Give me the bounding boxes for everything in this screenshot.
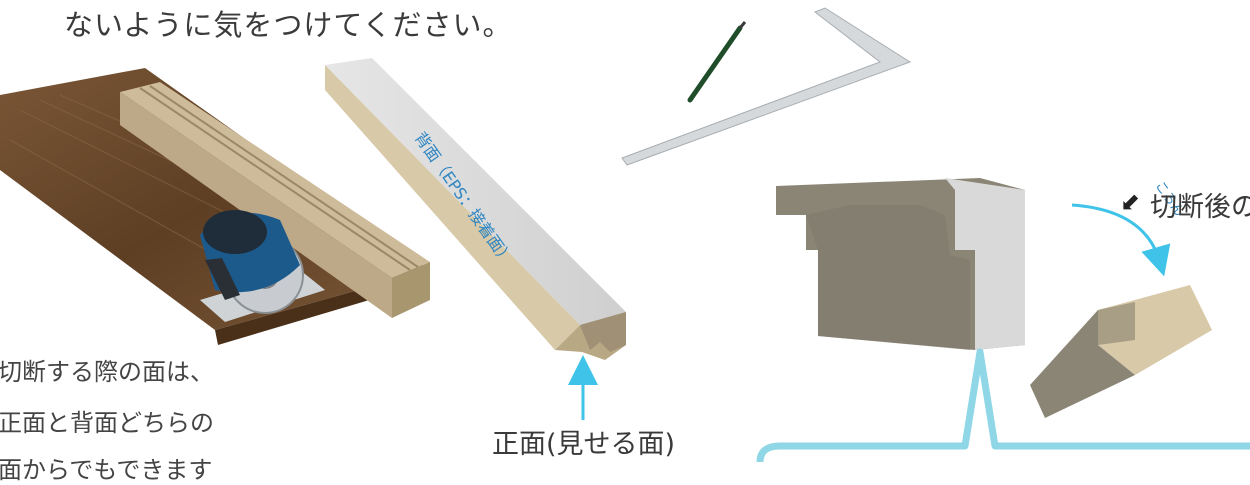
instruction-text: ないように気をつけてください。 (64, 8, 513, 42)
pointer-arrow-icon: ⬋ (1120, 188, 1141, 216)
cut-end-label: 切断後の小口 (1150, 192, 1250, 223)
cut-face-line-2: 正面と背面どちらの (0, 409, 214, 437)
guide-molding (120, 82, 430, 318)
cut-face-line-1: 切断する際の面は、 (0, 358, 214, 386)
circular-saw-icon (200, 210, 325, 322)
illustration: 背面（EPS：接着面） ころん (0, 7, 1250, 462)
rolling-arrow (1071, 203, 1171, 277)
cut-piece (1030, 285, 1212, 418)
callout-border (756, 348, 1250, 462)
foam-molding (325, 58, 626, 360)
cut-face-line-3: 面からでもできます (0, 456, 213, 484)
front-face-label: 正面(見せる面) (492, 429, 676, 460)
square-ruler-icon (621, 7, 912, 166)
pencil-icon (687, 21, 747, 103)
cut-profile (776, 178, 1025, 350)
